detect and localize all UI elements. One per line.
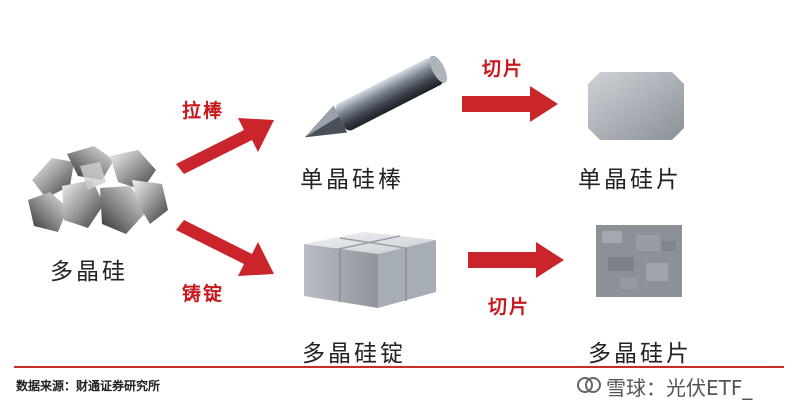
source-note: 数据来源：财通证券研究所 — [16, 379, 161, 393]
node-label-poly-ingot: 多晶硅锭 — [302, 341, 406, 367]
watermark-text: 雪球：光伏ETF_ — [606, 376, 753, 400]
node-label-mono-ingot: 单晶硅棒 — [300, 167, 404, 193]
arrow-cast — [176, 220, 274, 276]
footer-divider — [14, 366, 784, 368]
poly-wafer-image — [596, 225, 682, 297]
arrow-slice-bottom — [468, 242, 564, 278]
polysilicon-chunks-image — [28, 146, 168, 234]
edge-label-slice-top: 切片 — [482, 58, 525, 80]
node-label-polysilicon: 多晶硅 — [50, 259, 128, 285]
arrow-pull — [176, 118, 274, 174]
mono-wafer-image — [588, 72, 684, 140]
mono-ingot-image — [304, 56, 448, 138]
node-label-poly-wafer: 多晶硅片 — [588, 341, 692, 367]
poly-ingot-image — [304, 232, 436, 308]
edge-label-slice-bottom: 切片 — [488, 296, 531, 318]
edge-label-cast: 铸锭 — [182, 283, 225, 305]
node-label-mono-wafer: 单晶硅片 — [578, 167, 682, 193]
snowball-logo-icon — [577, 377, 601, 393]
arrow-slice-top — [462, 86, 558, 122]
edge-label-pull: 拉棒 — [182, 100, 225, 122]
